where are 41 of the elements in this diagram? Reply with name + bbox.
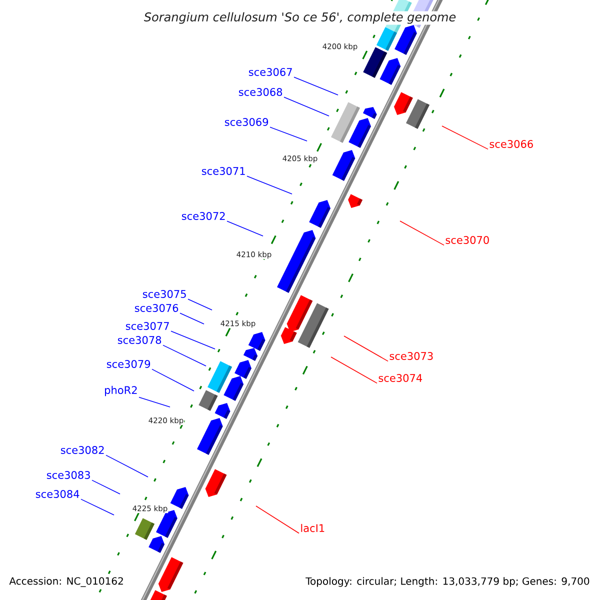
genome-info-text: Topology: circular; Length: 13,033,779 bp; Genes: 9,700	[306, 577, 590, 587]
leader-line	[400, 220, 444, 246]
gene-label: sce3066	[490, 140, 533, 148]
leader-line	[188, 298, 212, 310]
title: Sorangium cellulosum 'So ce 56', complete genome	[142, 11, 458, 25]
gene-label: sce3075	[142, 290, 186, 298]
gene-label: sce3082	[60, 446, 104, 454]
gene-label: sce3078	[118, 336, 162, 344]
gene-label: sce3083	[46, 471, 90, 479]
leader-line	[180, 312, 204, 324]
leader-line	[138, 396, 170, 408]
leader-line	[162, 344, 206, 366]
gene-label: lacI1	[301, 524, 324, 532]
leader-line	[294, 76, 338, 96]
gene-label: sce3072	[182, 212, 225, 220]
gene-label: sce3068	[238, 88, 282, 96]
leader-line	[152, 368, 194, 392]
leader-line	[106, 454, 148, 478]
accession-text: Accession: NC_010162	[9, 577, 123, 587]
gene-label: sce3067	[248, 68, 292, 76]
leader-line	[270, 126, 308, 142]
leader-line	[330, 356, 378, 384]
gene-label: sce3074	[378, 374, 422, 382]
gene-label: sce3073	[390, 352, 433, 360]
gene-label: sce3069	[224, 118, 268, 126]
leader-line	[226, 220, 264, 236]
gene-label: sce3084	[36, 490, 80, 498]
leader-line	[344, 336, 388, 362]
gene-label: sce3077	[126, 322, 169, 330]
leader-line	[246, 176, 292, 194]
leader-line	[256, 506, 300, 534]
leader-line	[170, 330, 216, 350]
gene-label: sce3070	[446, 236, 489, 244]
gene-label: sce3079	[106, 360, 150, 368]
leader-line	[442, 126, 488, 150]
leader-line	[80, 498, 114, 516]
leader-line	[92, 480, 120, 494]
leader-line	[284, 96, 330, 116]
gene-label: sce3071	[202, 167, 245, 175]
gene-label: sce3076	[134, 304, 178, 312]
gene-label: phoR2	[105, 386, 137, 396]
